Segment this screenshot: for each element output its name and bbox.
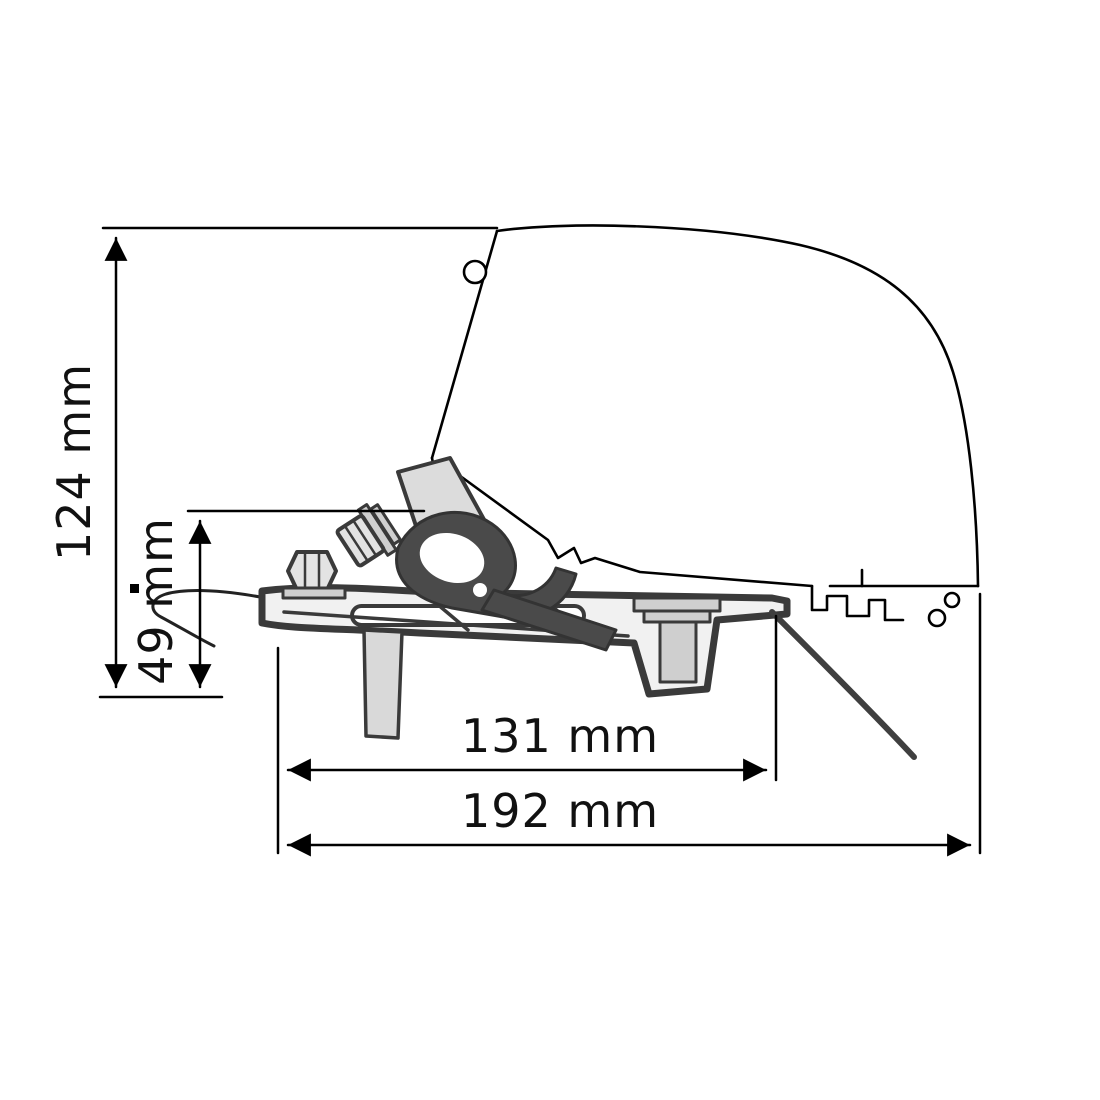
dimension-overall-width: 192 mm [286,592,982,857]
dimension-bracket-height: 49 mm [129,509,426,689]
hex-bolt-left-facets [303,550,321,592]
roof-notch-circle [462,259,488,285]
rail-hook-hole-small [473,583,487,597]
roof-top-curve [495,224,980,588]
hanger-strap [362,628,404,740]
washer-top-small [369,503,402,546]
small-square-marker [130,584,139,593]
hex-bolt-top-facets [343,519,378,563]
gutter-arm [769,609,917,760]
adapter-bracket [151,456,917,760]
roof-sheet-left [151,589,268,648]
dimension-label-bracket-height: 49 mm [129,517,183,685]
foot-washer-small [642,609,712,624]
rail-detail-circle [943,591,961,609]
hex-bolt-left [286,550,338,592]
rail-hook-hole [419,533,485,583]
washer-left [281,586,347,600]
roof-left-edge [430,229,499,460]
van-roof-outline [430,224,980,628]
rail-detail-circle [927,608,947,628]
foot-washer-large [632,596,722,613]
foot-bolt-shaft [658,620,698,684]
hex-bolt-top-head [335,514,386,568]
dimension-overall-height: 124 mm [47,226,499,699]
diagonal-member [480,588,618,652]
dimension-annotations: 124 mm 49 mm 131 mm 192 mm [47,226,982,857]
dimension-label-inner-width: 131 mm [461,709,659,763]
roof-underside [450,468,814,588]
rail-detail-zigzag [810,584,905,622]
hex-bolt-top [335,503,402,568]
dimension-label-overall-width: 192 mm [461,784,659,838]
dimension-label-overall-height: 124 mm [47,363,101,561]
dimension-inner-width: 131 mm [276,614,778,855]
